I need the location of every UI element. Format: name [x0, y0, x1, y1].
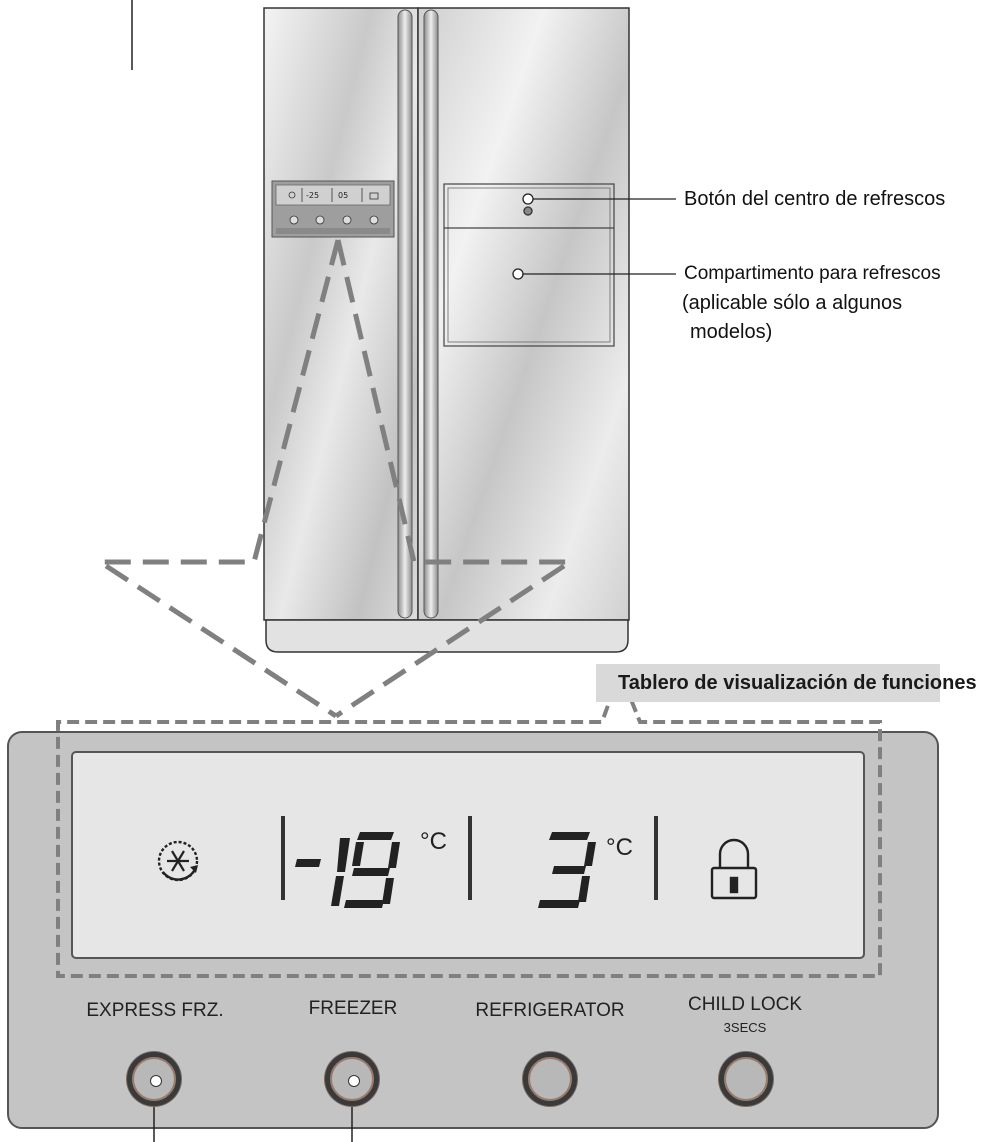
refrigerator-label: REFRIGERATOR — [475, 1000, 625, 1021]
callout-dot — [348, 1075, 360, 1087]
compartment-callout-line3: modelos) — [690, 321, 773, 343]
right-handle — [423, 9, 439, 619]
left-handle — [397, 9, 413, 619]
mini-fridge-temp: 05 — [338, 191, 348, 200]
highlight-outline — [56, 666, 882, 978]
compartment-callout-dot — [512, 268, 524, 280]
child-lock-sublabel: 3SECS — [723, 1020, 767, 1035]
refresh-button — [523, 206, 533, 216]
fridge-base — [265, 619, 629, 653]
refrigerator-button[interactable] — [523, 1052, 577, 1106]
mini-freezer-temp: -25 — [306, 191, 319, 200]
left-door — [263, 7, 419, 621]
callout-dot — [150, 1075, 162, 1087]
padlock-icon — [710, 838, 758, 900]
refresh-button-callout-dot — [522, 193, 534, 205]
compartment-callout-line1: Compartimento para refrescos — [684, 263, 941, 284]
refresh-center-frame — [443, 183, 615, 347]
compartment-callout-line2: (aplicable sólo a algunos — [682, 292, 903, 314]
child-lock-button[interactable] — [719, 1052, 773, 1106]
panel-title: Tablero de visualización de funciones — [618, 672, 977, 694]
right-door — [417, 7, 630, 621]
zoom-arrow — [91, 239, 579, 719]
mini-screen — [275, 184, 391, 206]
express-frz-button[interactable] — [127, 1052, 181, 1106]
snowflake-rotate-icon — [157, 840, 199, 882]
child-lock-label: CHILD LOCK — [687, 994, 803, 1015]
freezer-label: FREEZER — [308, 998, 398, 1019]
express-frz-label: EXPRESS FRZ. — [86, 1000, 224, 1021]
freezer-unit: °C — [420, 828, 447, 855]
refresh-button-callout: Botón del centro de refrescos — [684, 188, 946, 210]
freezer-temp-display — [295, 832, 400, 908]
fridge-temp-display — [538, 832, 596, 908]
freezer-button[interactable] — [325, 1052, 379, 1106]
fridge-unit: °C — [606, 834, 633, 861]
panel-title-banner — [596, 664, 940, 702]
